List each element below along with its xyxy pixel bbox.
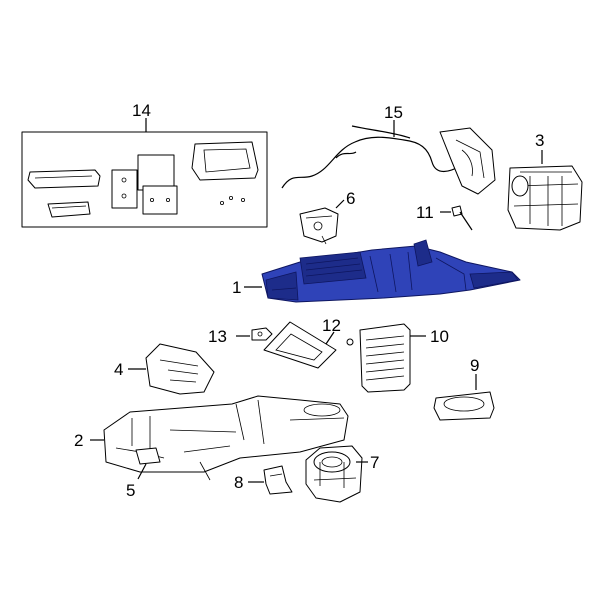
callout-8: 8 bbox=[234, 473, 243, 492]
part-11-sensor[interactable] bbox=[451, 205, 473, 231]
part-1-main-housing[interactable] bbox=[261, 239, 521, 303]
part-6-actuator[interactable] bbox=[299, 207, 339, 245]
part-10-core[interactable] bbox=[359, 323, 411, 393]
part-13-clip[interactable] bbox=[251, 327, 273, 341]
part-7-blower[interactable] bbox=[305, 445, 363, 503]
callout-15: 15 bbox=[384, 103, 403, 122]
part-4-door[interactable] bbox=[145, 343, 215, 395]
part-14-kit[interactable] bbox=[21, 131, 268, 228]
callout-12: 12 bbox=[322, 316, 341, 335]
part-12-seal[interactable] bbox=[263, 321, 354, 369]
part-5-bracket[interactable] bbox=[135, 447, 161, 465]
callout-10: 10 bbox=[430, 327, 449, 346]
callout-9: 9 bbox=[470, 356, 479, 375]
part-9-filter[interactable] bbox=[433, 391, 495, 421]
callout-11: 11 bbox=[416, 203, 434, 222]
callout-13: 13 bbox=[208, 327, 227, 346]
callout-2: 2 bbox=[74, 431, 83, 450]
part-3-housing[interactable] bbox=[507, 165, 583, 231]
callout-1: 1 bbox=[232, 278, 241, 297]
callout-4: 4 bbox=[114, 360, 123, 379]
callout-3: 3 bbox=[535, 131, 544, 150]
callout-14: 14 bbox=[132, 101, 151, 120]
part-8-resistor[interactable] bbox=[263, 465, 293, 495]
part-15-harness[interactable] bbox=[281, 125, 496, 195]
callout-5: 5 bbox=[126, 481, 135, 500]
part-2-lower-housing[interactable] bbox=[103, 395, 349, 481]
callout-7: 7 bbox=[370, 453, 379, 472]
callout-6: 6 bbox=[346, 189, 355, 208]
